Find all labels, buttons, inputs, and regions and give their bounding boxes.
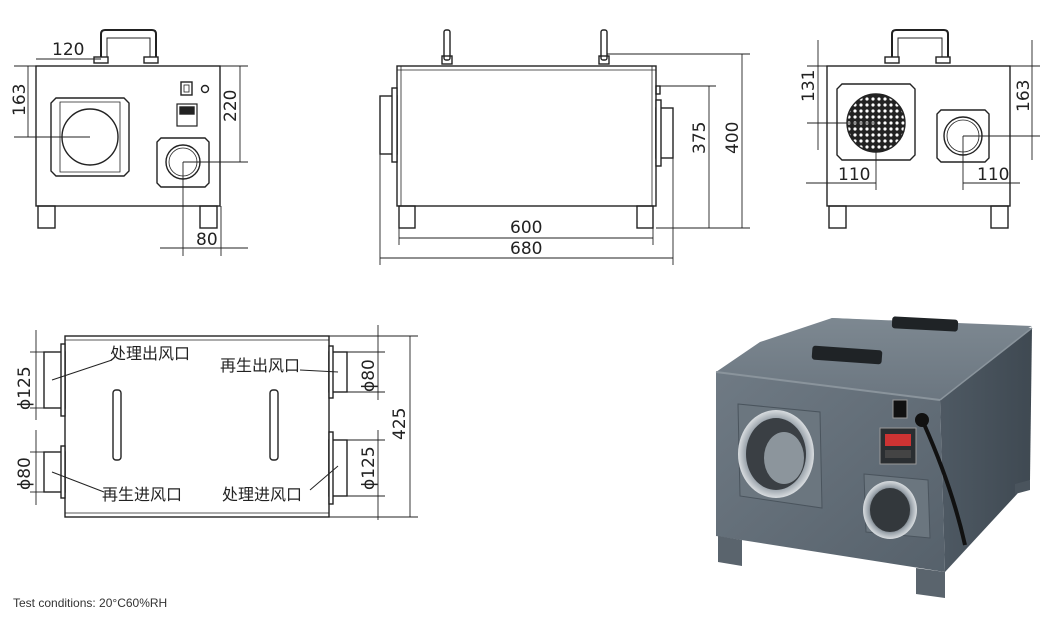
- side-dim-400: 400: [723, 122, 743, 154]
- test-conditions-note: Test conditions: 20°C60%RH: [13, 596, 168, 610]
- top-dim-425: 425: [390, 408, 410, 440]
- top-dim-d125-right: ϕ125: [359, 446, 379, 490]
- back-dim-131: 131: [799, 70, 819, 102]
- top-dim-d80-right: ϕ80: [359, 359, 379, 392]
- top-body: [64, 335, 330, 518]
- top-dim-d80-left: ϕ80: [15, 457, 35, 490]
- label-regen-inlet: 再生进风口: [102, 485, 182, 504]
- side-body: [396, 65, 657, 207]
- back-dim-163: 163: [1014, 80, 1034, 112]
- front-view: [14, 29, 248, 256]
- top-view: [30, 325, 418, 520]
- side-dim-680: 680: [510, 239, 542, 259]
- side-dim-375: 375: [690, 122, 710, 154]
- front-dim-163: 163: [10, 84, 30, 116]
- label-process-inlet: 处理进风口: [222, 485, 302, 504]
- side-view: [379, 29, 750, 265]
- front-handle: [100, 29, 157, 62]
- back-view: [806, 29, 1040, 229]
- product-render: [715, 316, 1033, 598]
- label-process-outlet: 处理出风口: [110, 344, 190, 363]
- front-dim-80: 80: [196, 230, 218, 250]
- front-dim-220: 220: [221, 90, 241, 122]
- front-dim-120: 120: [52, 40, 84, 60]
- back-dim-110-right: 110: [977, 165, 1009, 185]
- top-dim-d125-left: ϕ125: [15, 366, 35, 410]
- label-regen-outlet: 再生出风口: [220, 356, 300, 375]
- front-body: [35, 65, 221, 207]
- back-dim-110-left: 110: [838, 165, 870, 185]
- side-dim-600: 600: [510, 218, 542, 238]
